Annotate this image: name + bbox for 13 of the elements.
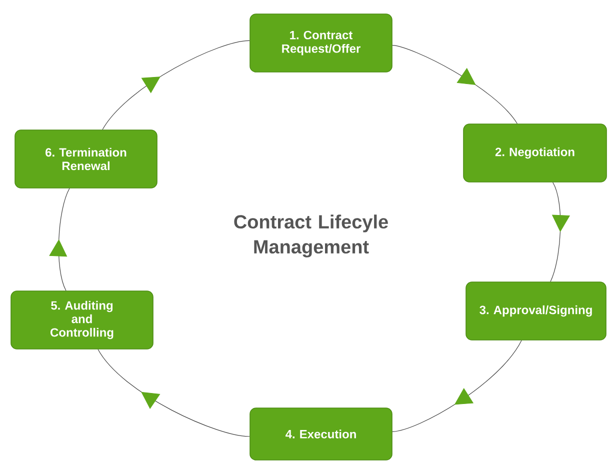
arrow [102,40,250,130]
process-box: 3. Approval/Signing [466,282,606,340]
arrow [49,188,70,291]
arrow [392,340,522,432]
arrow [550,182,570,282]
arrow [98,349,250,437]
process-box: 6. Termination Renewal [14,130,158,188]
process-box: 1. Contract Request/Offer [250,14,392,72]
process-box: 4. Execution [250,408,392,460]
title: Contract Lifecyle Management [234,214,388,258]
process-box: 2. Negotiation [463,124,607,182]
arrow [392,45,518,124]
process-box: 5. Auditing and Controlling [10,290,154,350]
